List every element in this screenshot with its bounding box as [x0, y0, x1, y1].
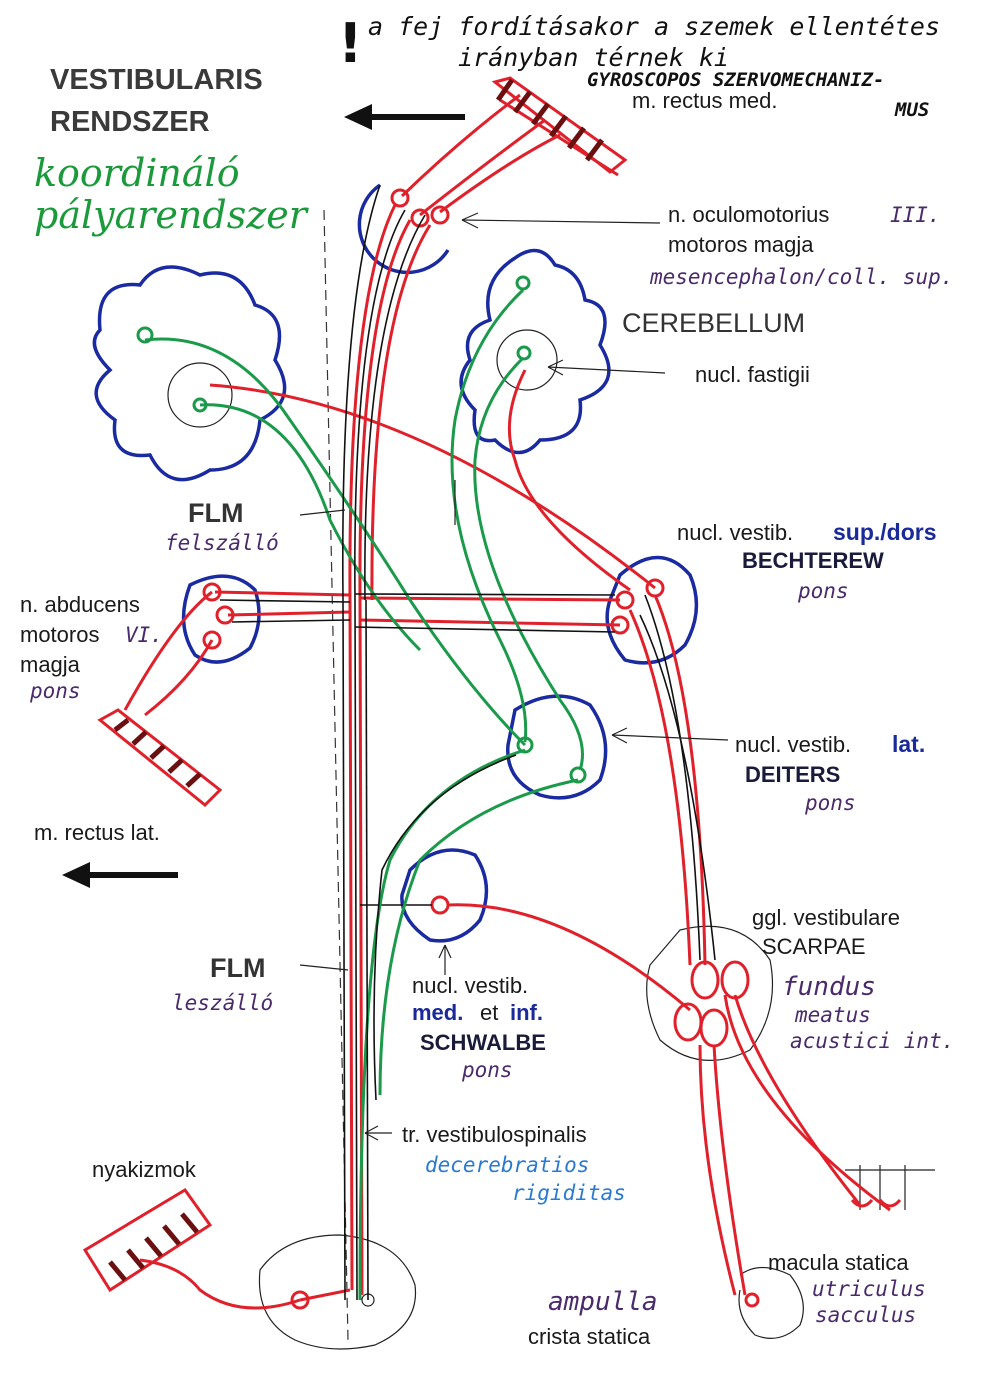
midline: [323, 209, 349, 1341]
label-med-prefix: nucl. vestib.: [412, 973, 528, 998]
label-ampulla: ampulla: [548, 1287, 658, 1317]
label-macula-1: macula statica: [768, 1250, 909, 1275]
label-ggl-name: SCARPAE: [762, 934, 866, 959]
label-med-loc: pons: [461, 1058, 513, 1082]
label-sup-loc: pons: [797, 579, 849, 603]
label-cerebellum: CEREBELLUM: [622, 308, 805, 338]
label-macula-2: utriculus: [812, 1277, 926, 1301]
label-flm-down-note: leszálló: [172, 991, 273, 1015]
label-abducens-3: magja: [20, 652, 81, 677]
label-oculomotorius: n. oculomotorius: [668, 202, 829, 227]
arrow-left-icon-2: [62, 862, 178, 888]
bechterew-nucleus: [605, 555, 699, 665]
rectus-lat-muscle-icon: [97, 708, 223, 808]
arrow-left-icon: [344, 104, 465, 130]
cerebellum-left-lobe: [92, 265, 287, 482]
label-vestibulospinalis-note-1: decerebratios: [425, 1153, 589, 1177]
label-sup-bold: sup./dors: [833, 519, 937, 545]
label-oculomotorius-num: III.: [890, 203, 941, 227]
label-crista: crista statica: [528, 1324, 651, 1349]
label-rectus-med: m. rectus med.: [632, 88, 777, 113]
deiters-nucleus: [506, 694, 608, 800]
label-oculomotorius-2: motoros magja: [668, 232, 814, 257]
label-abducens-2: motoros: [20, 622, 99, 647]
label-abducens-num: VI.: [125, 623, 163, 647]
label-flm-up-note: felszálló: [165, 531, 279, 555]
label-med-name: SCHWALBE: [420, 1030, 546, 1055]
label-lat-loc: pons: [804, 791, 856, 815]
label-sup-prefix: nucl. vestib.: [677, 520, 793, 545]
subtitle-line-1: koordináló: [34, 151, 240, 195]
label-ggl-loc-3: acustici int.: [790, 1029, 954, 1053]
label-macula-3: sacculus: [815, 1303, 916, 1327]
abducens-nucleus: [181, 574, 261, 664]
label-lat-bold: lat.: [892, 731, 925, 757]
label-flm-up: FLM: [188, 498, 243, 528]
label-abducens-loc: pons: [29, 679, 81, 703]
header-note-line-1: a fej fordításakor a szemek ellentétes: [368, 12, 940, 41]
neck-muscle-icon: [82, 1188, 213, 1293]
label-med-bold-1: med.: [412, 1000, 463, 1025]
exclamation-mark: !: [338, 12, 363, 75]
label-abducens-1: n. abducens: [20, 592, 140, 617]
black-pathways: [219, 184, 716, 1301]
label-fastigii: nucl. fastigii: [695, 362, 810, 387]
labyrinth-macula: [738, 1266, 804, 1339]
title-line-1: VESTIBULARIS: [50, 64, 263, 96]
cerebellum-right-lobe: [459, 248, 611, 455]
label-vestibulospinalis-note-2: rigiditas: [512, 1181, 626, 1205]
label-lat-name: DEITERS: [745, 762, 840, 787]
label-oculomotorius-3: mesencephalon/coll. sup.: [649, 265, 953, 289]
label-sup-name: BECHTEREW: [742, 548, 884, 573]
label-lat-prefix: nucl. vestib.: [735, 732, 851, 757]
header-note-line-2: irányban térnek ki: [458, 43, 729, 72]
label-med-et: et: [480, 1000, 498, 1025]
label-rectus-lat: m. rectus lat.: [34, 820, 160, 845]
pointer-arrows: [299, 212, 729, 1141]
label-ggl-loc-2: meatus: [794, 1003, 871, 1027]
schwalbe-nucleus: [400, 848, 489, 943]
label-flm-down: FLM: [210, 953, 265, 983]
title-line-2: RENDSZER: [50, 106, 210, 138]
label-ggl-loc-1: fundus: [782, 972, 876, 1002]
red-pathways: [123, 93, 891, 1310]
header-note-line-3: GYROSCOPOS SZERVOMECHANIZ-: [587, 69, 884, 91]
oculomotor-nucleus: [357, 183, 450, 275]
label-vestibulospinalis: tr. vestibulospinalis: [402, 1122, 587, 1147]
subtitle-line-2: pályarendszer: [34, 193, 310, 237]
header-note-line-4: MUS: [894, 99, 929, 121]
label-ggl-1: ggl. vestibulare: [752, 905, 900, 930]
label-nyakizmok: nyakizmok: [92, 1157, 197, 1182]
label-med-bold-2: inf.: [510, 1000, 543, 1025]
rectus-med-muscle-icon: [491, 76, 628, 177]
